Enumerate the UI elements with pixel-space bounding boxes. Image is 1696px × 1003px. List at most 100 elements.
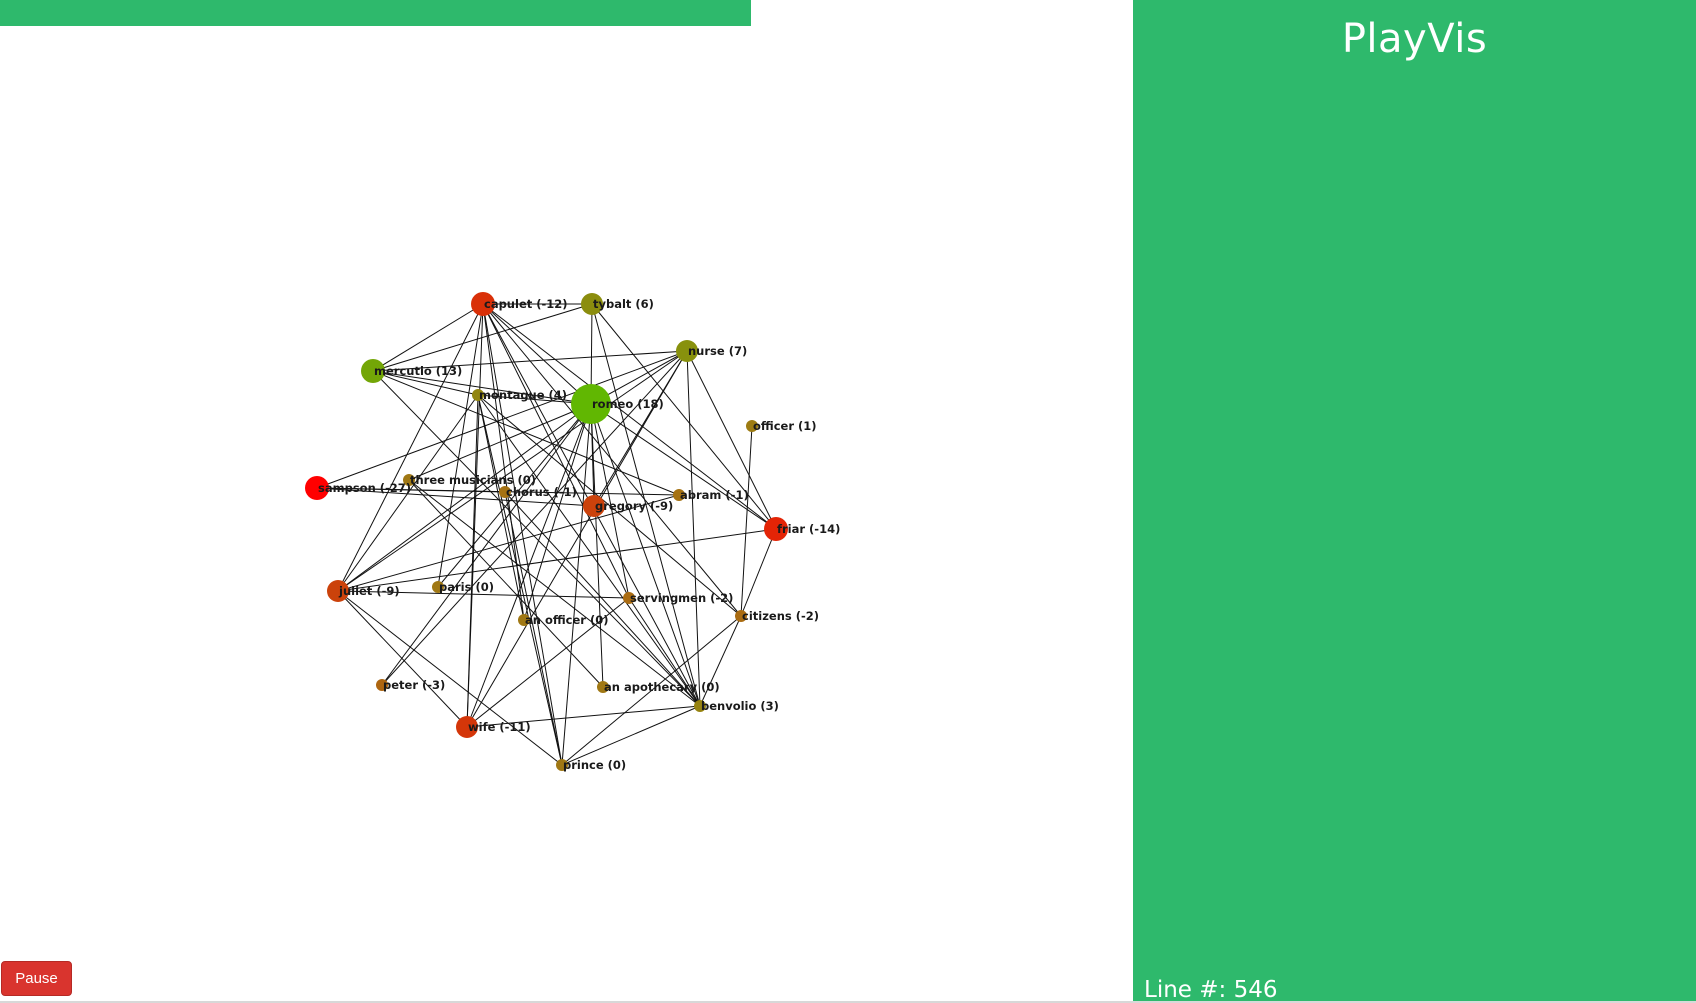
graph-edge (482, 303, 777, 530)
graph-node-capulet[interactable] (471, 292, 495, 316)
graph-edge (686, 350, 777, 530)
graph-edge (740, 425, 753, 617)
graph-edge (591, 303, 701, 707)
graph-node-label: three musicians (0) (410, 473, 536, 487)
graph-node-label: tybalt (6) (593, 297, 654, 311)
graph-node-an-officer[interactable] (518, 614, 530, 626)
graph-node-montague[interactable] (472, 389, 484, 401)
graph-edge (699, 615, 742, 707)
graph-node-friar[interactable] (764, 517, 788, 541)
graph-node-abram[interactable] (673, 489, 685, 501)
graph-edge (316, 350, 688, 489)
graph-edge (408, 479, 604, 688)
graph-node-peter[interactable] (376, 679, 388, 691)
graph-node-benvolio[interactable] (694, 700, 706, 712)
graph-edge (466, 597, 630, 728)
graph-edge (590, 403, 777, 530)
graph-node-label: an officer (0) (525, 613, 608, 627)
graph-edge (381, 403, 592, 686)
graph-edge (372, 370, 592, 405)
graph-node-romeo[interactable] (571, 384, 611, 424)
graph-node-mercutio[interactable] (361, 359, 385, 383)
graph-edge (686, 350, 701, 707)
graph-edge (740, 528, 777, 617)
graph-edge (372, 370, 680, 496)
graph-node-tybalt[interactable] (581, 293, 603, 315)
graph-edge (372, 370, 479, 396)
graph-node-juliet[interactable] (327, 580, 349, 602)
graph-edge (590, 403, 630, 599)
graph-edge (337, 394, 479, 592)
graph-node-prince[interactable] (556, 759, 568, 771)
graph-node-wife[interactable] (456, 716, 478, 738)
graph-edge (466, 394, 479, 728)
pause-button[interactable]: Pause (1, 961, 72, 996)
graph-edge (337, 590, 563, 766)
graph-canvas: capulet (-12)tybalt (6)nurse (7)mercutio… (305, 292, 840, 772)
graph-node-label: gregory (-9) (595, 499, 673, 513)
edges-layer (316, 303, 777, 766)
graph-node-label: abram (-1) (680, 488, 749, 502)
graph-node-label: capulet (-12) (484, 297, 568, 311)
bottom-divider (0, 1001, 1696, 1003)
graph-edge (482, 303, 592, 405)
graph-node-label: montague (4) (479, 388, 567, 402)
app-title: PlayVis (1341, 16, 1488, 62)
graph-edge (590, 403, 701, 707)
graph-edge (591, 303, 777, 530)
nodes-layer (305, 292, 788, 771)
character-network-graph: capulet (-12)tybalt (6)nurse (7)mercutio… (305, 292, 840, 772)
graph-node-label: nurse (7) (688, 344, 747, 358)
graph-node-label: paris (0) (439, 580, 494, 594)
graph-edge (372, 303, 593, 372)
graph-edge (316, 487, 595, 507)
graph-edge (437, 403, 592, 588)
graph-node-label: benvolio (3) (701, 699, 779, 713)
graph-node-nurse[interactable] (676, 340, 698, 362)
graph-edge (337, 494, 680, 592)
graph-node-label: an apothecary (0) (604, 680, 720, 694)
graph-edge (561, 403, 592, 766)
graph-edge (477, 394, 563, 766)
graph-edge (477, 394, 701, 707)
graph-edge (337, 350, 688, 592)
graph-edge (337, 590, 468, 728)
graph-edge (628, 597, 701, 707)
graph-node-label: romeo (18) (592, 397, 664, 411)
graph-node-sampson[interactable] (305, 476, 329, 500)
graph-node-an-apothecary[interactable] (597, 681, 609, 693)
graph-edge (337, 303, 484, 592)
graph-node-three-musicians[interactable] (403, 474, 415, 486)
graph-edge (372, 370, 701, 707)
graph-edge (316, 487, 506, 493)
graph-node-label: wife (-11) (468, 720, 531, 734)
graph-node-label: peter (-3) (383, 678, 445, 692)
graph-node-label: friar (-14) (777, 522, 840, 536)
graph-node-label: prince (0) (563, 758, 626, 772)
graph-edge (466, 705, 701, 728)
line-counter: Line #: 546 (1144, 977, 1278, 1003)
graph-edge (337, 528, 777, 592)
graph-edge (593, 350, 688, 507)
graph-node-label: officer (1) (753, 419, 817, 433)
graph-edge (482, 303, 563, 766)
graph-edge (437, 303, 484, 588)
side-panel: PlayVis Line #: 546 (1133, 0, 1696, 1003)
labels-layer: capulet (-12)tybalt (6)nurse (7)mercutio… (318, 297, 840, 772)
graph-edge (408, 403, 592, 481)
graph-node-citizens[interactable] (735, 610, 747, 622)
progress-bar (0, 0, 751, 26)
graph-node-servingmen[interactable] (623, 592, 635, 604)
graph-edge (372, 303, 484, 372)
graph-node-paris[interactable] (432, 581, 444, 593)
graph-node-officer[interactable] (746, 420, 758, 432)
graph-edge (337, 590, 630, 599)
graph-node-chorus[interactable] (499, 486, 511, 498)
graph-node-gregory[interactable] (583, 495, 605, 517)
graph-edge (561, 615, 742, 766)
graph-edge (590, 403, 604, 688)
graph-edge (466, 350, 688, 728)
graph-edge (561, 705, 701, 766)
graph-edge (477, 394, 525, 621)
graph-edge (523, 403, 592, 621)
